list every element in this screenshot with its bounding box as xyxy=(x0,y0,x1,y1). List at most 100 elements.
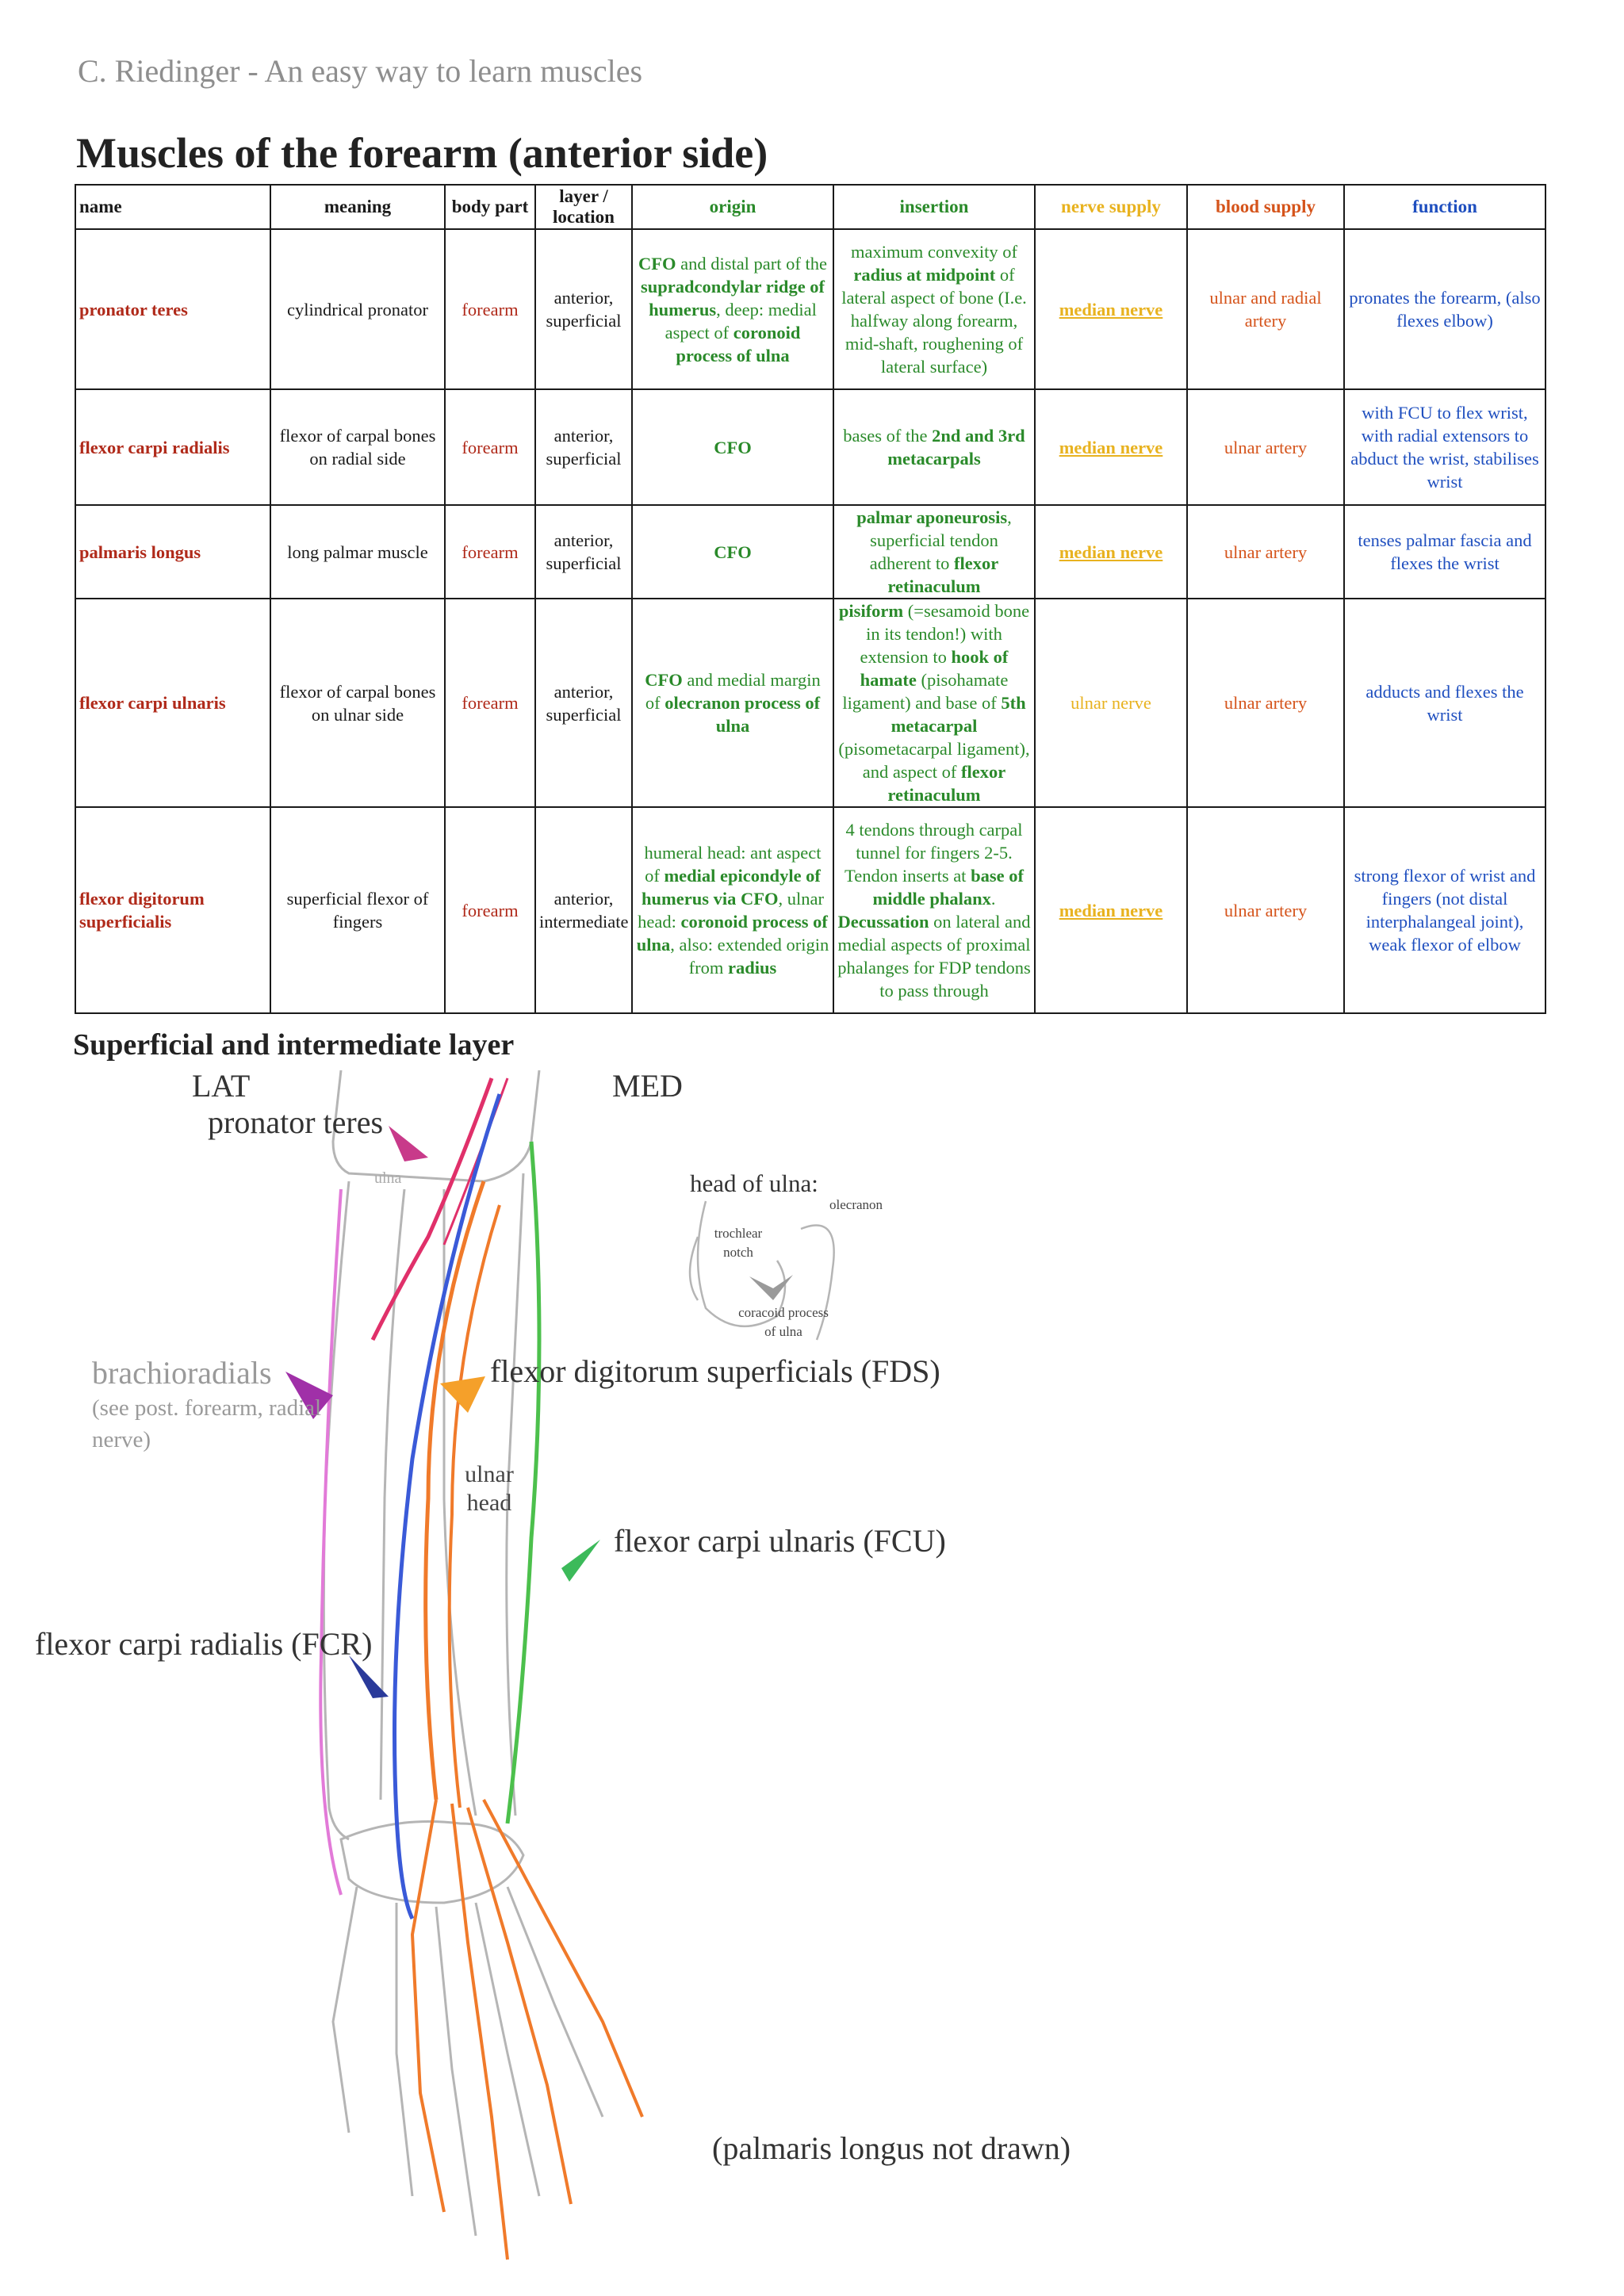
cell-origin-segment: CFO xyxy=(645,670,683,690)
cell-origin-segment: coronoid process of ulna xyxy=(676,322,801,365)
cell-nerve-supply: median nerve xyxy=(1034,504,1188,599)
cell-insertion-segment: radius at midpoint xyxy=(853,265,996,285)
cell-blood-supply: ulnar and radial artery xyxy=(1186,228,1345,390)
label-ulna-sketch: ulna xyxy=(374,1169,402,1187)
cell-insertion-segment: palmar aponeurosis xyxy=(856,507,1008,527)
fcu-line xyxy=(505,1141,542,1824)
cell-insertion-segment: , superficial tendon adherent to xyxy=(869,507,1012,573)
cell-name: flexor digitorum superficialis xyxy=(75,806,271,1014)
cell-origin-segment: CFO xyxy=(714,541,752,562)
header-nerve-supply: nerve supply xyxy=(1034,184,1188,230)
cell-origin-segment: medial epicondyle of humerus via CFO xyxy=(642,866,821,909)
cell-blood-supply: ulnar artery xyxy=(1186,598,1345,808)
header-function: function xyxy=(1343,184,1546,230)
cell-origin: CFO and medial margin of olecranon proce… xyxy=(631,598,834,808)
cell-nerve-supply: ulnar nerve xyxy=(1034,598,1188,808)
cell-layer: anterior, superficial xyxy=(534,228,633,390)
cell-meaning: long palmar muscle xyxy=(270,504,446,599)
cell-meaning: superficial flexor of fingers xyxy=(270,806,446,1014)
ulna-head-shape xyxy=(696,1200,787,1328)
trochlear-notch-shape xyxy=(688,1236,699,1301)
cell-body-part: forearm xyxy=(444,598,536,808)
page-title: Muscles of the forearm (anterior side) xyxy=(76,129,768,177)
header-name: name xyxy=(75,184,271,230)
cell-insertion-segment: 2nd and 3rd metacarpals xyxy=(887,426,1025,469)
cell-insertion: palmar aponeurosis, superficial tendon a… xyxy=(833,504,1036,599)
olecranon-shape xyxy=(800,1224,835,1341)
label-lat: LAT xyxy=(192,1068,251,1104)
cell-insertion: 4 tendons through carpal tunnel for fing… xyxy=(833,806,1036,1014)
cell-body-part: forearm xyxy=(444,504,536,599)
cell-insertion-segment: . xyxy=(990,889,996,909)
label-ulnar-head: ulnar head xyxy=(465,1461,514,1516)
fds-line-a xyxy=(423,1181,486,1800)
metacarpal-1-outline xyxy=(331,1886,358,2133)
cell-meaning: flexor of carpal bones on ulnar side xyxy=(270,598,446,808)
cell-origin-segment: humeral head: ant aspect of xyxy=(644,843,822,886)
humerus-outline xyxy=(331,1070,541,1183)
cell-name: palmaris longus xyxy=(75,504,271,599)
cell-origin-segment: , also: extended origin from xyxy=(670,935,829,978)
cell-origin: CFO xyxy=(631,504,834,599)
cell-function: with FCU to flex wrist, with radial exte… xyxy=(1343,388,1546,506)
label-palmaris-note: (palmaris longus not drawn) xyxy=(712,2130,1071,2166)
coracoid-pointer xyxy=(749,1275,793,1300)
cell-insertion-segment: bases of the xyxy=(843,426,933,446)
cell-layer: anterior, intermediate xyxy=(534,806,633,1014)
cell-blood-supply: ulnar artery xyxy=(1186,806,1345,1014)
cell-insertion-segment: base of middle phalanx xyxy=(872,866,1024,909)
muscles-table: name meaning body part layer / location … xyxy=(75,184,1546,1014)
cell-body-part: forearm xyxy=(444,806,536,1014)
figure-section-title: Superficial and intermediate layer xyxy=(73,1028,515,1062)
header-meaning: meaning xyxy=(270,184,446,230)
metacarpal-4-outline xyxy=(474,1902,541,2197)
cell-nerve-supply: median nerve xyxy=(1034,388,1188,506)
cell-layer: anterior, superficial xyxy=(534,388,633,506)
fcr-pointer xyxy=(349,1655,389,1698)
cell-insertion-segment: (pisohamate ligament) and base of xyxy=(842,670,1009,713)
cell-nerve-supply: median nerve xyxy=(1034,806,1188,1014)
fds-tendon-2 xyxy=(410,1799,446,2213)
fds-tendon-3 xyxy=(450,1803,509,2260)
cell-name: flexor carpi ulnaris xyxy=(75,598,271,808)
cell-blood-supply: ulnar artery xyxy=(1186,504,1345,599)
cell-origin-segment: radius xyxy=(728,958,777,978)
cell-insertion-segment: 4 tendons through carpal tunnel for fing… xyxy=(845,820,1023,886)
cell-insertion-segment: 5th metacarpal xyxy=(891,693,1026,736)
fds-tendon-4 xyxy=(466,1807,573,2205)
cell-insertion: pisiform (=sesamoid bone in its tendon!)… xyxy=(833,598,1036,808)
cell-origin-segment: supradcondylar ridge of humerus xyxy=(640,276,825,320)
cell-insertion-segment: (=sesamoid bone in its tendon!) with ext… xyxy=(860,601,1030,667)
cell-body-part: forearm xyxy=(444,228,536,390)
metacarpal-5-outline xyxy=(506,1886,604,2118)
cell-insertion: maximum convexity of radius at midpoint … xyxy=(833,228,1036,390)
header-origin: origin xyxy=(631,184,834,230)
cell-function: adducts and flexes the wrist xyxy=(1343,598,1546,808)
cell-function: tenses palmar fascia and flexes the wris… xyxy=(1343,504,1546,599)
cell-origin-segment: CFO xyxy=(714,437,752,457)
label-fds: flexor digitorum superficials (FDS) xyxy=(490,1353,940,1389)
label-pronator-teres: pronator teres xyxy=(208,1104,384,1140)
label-brachioradialis-note: (see post. forearm, radial nerve) xyxy=(92,1395,322,1452)
header-body-part: body part xyxy=(444,184,536,230)
label-brachioradialis: brachioradials xyxy=(92,1355,272,1391)
fds-line-b xyxy=(447,1204,501,1808)
metacarpal-3-outline xyxy=(435,1906,477,2237)
carpals-outline xyxy=(339,1820,525,1904)
cell-insertion-segment: maximum convexity of xyxy=(851,242,1017,262)
brachioradialis-pointer xyxy=(285,1372,333,1419)
cell-origin-segment: and medial margin of xyxy=(645,670,821,713)
header-insertion: insertion xyxy=(833,184,1036,230)
ulna-medial-outline xyxy=(505,1173,525,1816)
fds-tendon-5 xyxy=(482,1799,644,2118)
cell-insertion-segment: flexor retinaculum xyxy=(887,762,1006,805)
label-fcr: flexor carpi radialis (FCR) xyxy=(35,1626,373,1662)
fds-pointer xyxy=(440,1376,485,1413)
cell-insertion-segment: of lateral aspect of bone (I.e. halfway … xyxy=(841,265,1027,377)
header-blood-supply: blood supply xyxy=(1186,184,1345,230)
